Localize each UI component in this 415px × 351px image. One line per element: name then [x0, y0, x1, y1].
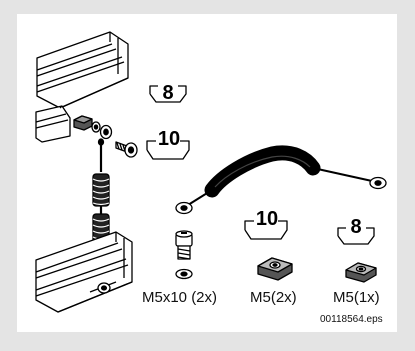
- t-nut-small: [345, 262, 377, 283]
- ground-strap: [175, 145, 387, 215]
- upper-profile-rail: [35, 31, 129, 143]
- nut-a-label: M5(2x): [250, 289, 297, 306]
- wrench-size-top-large: 10: [157, 128, 181, 150]
- upper-fastener-set: [73, 115, 138, 158]
- nut-b-label: M5(1x): [333, 289, 380, 306]
- t-nut-large: [257, 257, 293, 281]
- wrench-size-nut-large: 10: [255, 208, 279, 230]
- wrench-size-top-small: 8: [162, 82, 174, 104]
- figure-code: 00118564.eps: [320, 314, 383, 325]
- wrench-size-nut-small: 8: [350, 216, 362, 238]
- wrench-10-icon: [146, 140, 190, 160]
- screw-label: M5x10 (2x): [142, 289, 218, 306]
- wrench-10-nut-icon: [244, 220, 288, 240]
- lower-profile-rail: [35, 231, 133, 313]
- wrench-8-icon: [149, 85, 187, 103]
- wrench-8-nut-icon: [337, 227, 375, 245]
- loose-screw: [175, 230, 193, 280]
